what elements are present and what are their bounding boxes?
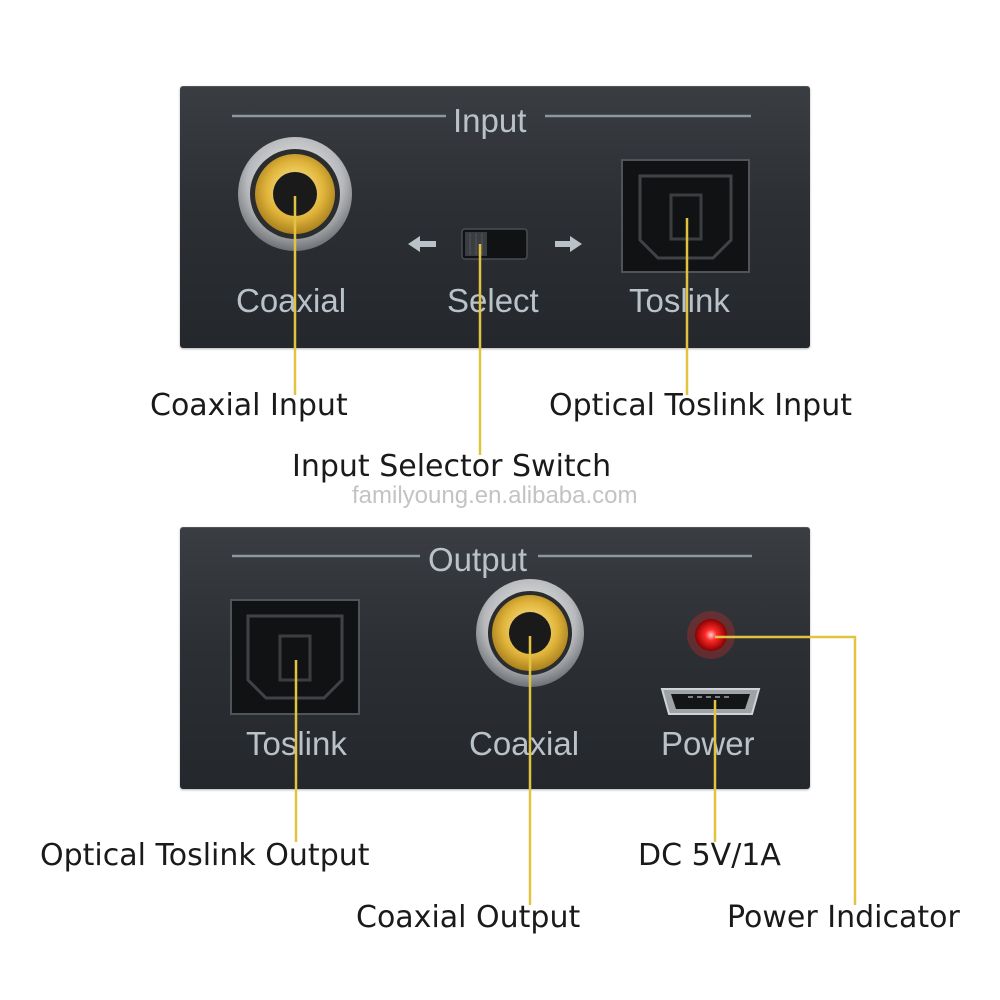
arrow-right-icon [555,236,582,252]
arrow-left-icon [408,236,436,252]
output-panel-title: Output [428,541,528,578]
power-port-label: Power [661,725,755,762]
micro-usb-power-port [660,688,761,715]
optical-toslink-output-callout: Optical Toslink Output [40,838,370,873]
coaxial-port-label: Coaxial [469,725,580,762]
coaxial-input-jack [238,137,352,251]
coaxial-output-callout: Coaxial Output [356,900,581,935]
dc-power-callout: DC 5V/1A [638,838,781,873]
power-indicator-callout: Power Indicator [727,900,960,935]
coaxial-port-label: Coaxial [236,282,347,319]
input-selector-switch[interactable] [461,228,528,260]
toslink-input-port [621,159,750,273]
coaxial-output-jack [476,579,584,687]
input-selector-switch-callout: Input Selector Switch [292,449,612,484]
power-led-indicator [687,611,735,659]
input-panel-title: Input [453,102,527,139]
toslink-port-label: Toslink [629,282,730,319]
leader-lines [293,196,857,905]
watermark: familyoung.en.alibaba.com [352,482,638,509]
coaxial-input-callout: Coaxial Input [150,388,348,423]
select-switch-label: Select [447,282,539,319]
optical-toslink-input-callout: Optical Toslink Input [549,388,852,423]
